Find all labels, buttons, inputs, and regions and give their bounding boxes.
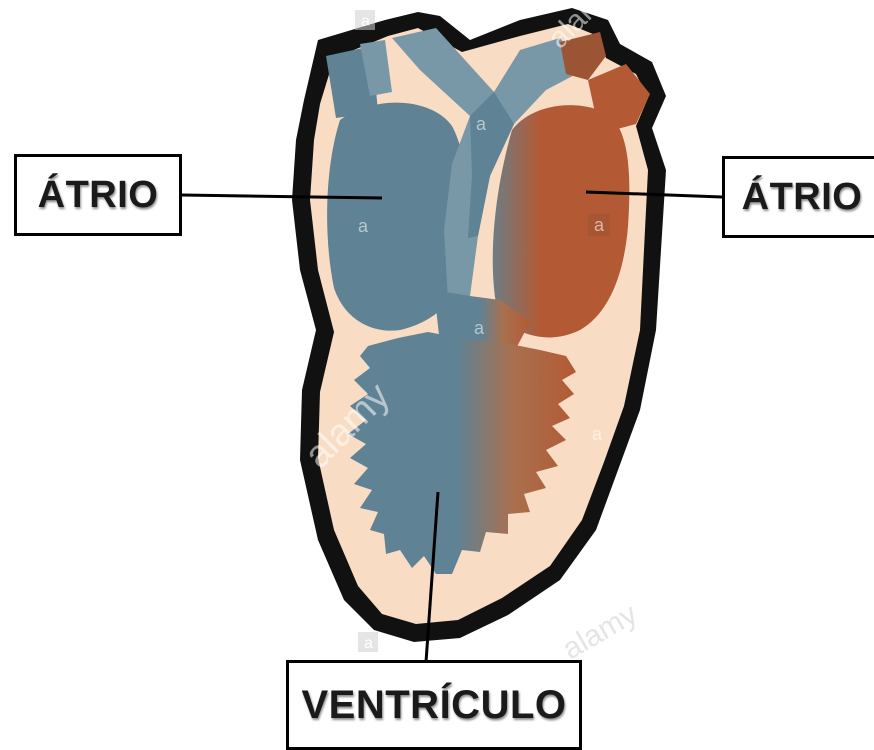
watermark-mark: a xyxy=(361,13,370,30)
watermark-mark-bottom: a xyxy=(364,635,373,652)
watermark-mark-right: a xyxy=(594,215,605,235)
watermark-mark-left: a xyxy=(358,216,369,236)
watermark-mark-center: a xyxy=(474,318,485,338)
right-atrium-label: ÁTRIO xyxy=(722,156,874,238)
watermark-brand-bottom: alamy xyxy=(557,597,643,666)
watermark-mark-side: a xyxy=(592,424,603,444)
left-atrium-label: ÁTRIO xyxy=(14,154,182,236)
ventricle-label: VENTRÍCULO xyxy=(286,660,582,750)
watermark-mark-top: a xyxy=(476,114,487,134)
